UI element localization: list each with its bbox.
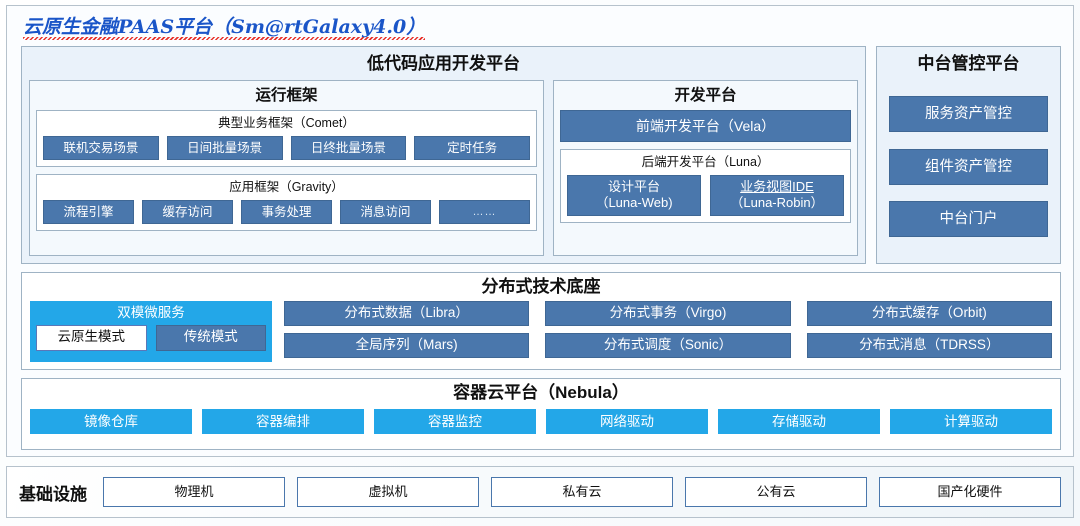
container-item-6[interactable]: 计算驱动 <box>890 409 1052 434</box>
comet-group-title: 典型业务框架（Comet） <box>218 116 355 130</box>
midctl-item-1[interactable]: 服务资产管控 <box>889 96 1048 133</box>
midctl-item-2[interactable]: 组件资产管控 <box>889 148 1048 185</box>
middle-control-platform-title: 中台管控平台 <box>917 54 1020 73</box>
luna-group: 后端开发平台（Luna） 设计平台 （Luna-Web) 业务视图IDE （Lu… <box>560 149 851 223</box>
infrastructure-item-4[interactable]: 公有云 <box>685 477 867 507</box>
infrastructure-item-2[interactable]: 虚拟机 <box>297 477 479 507</box>
gravity-item-more[interactable]: …… <box>439 200 530 224</box>
tech-column-2: 分布式事务（Virgo) 分布式调度（Sonic） <box>545 301 791 362</box>
main-frame: 云原生金融PAAS平台（Sm@rtGalaxy4.0） 低代码应用开发平台 运行… <box>6 5 1074 457</box>
luna-web-chip[interactable]: 设计平台 （Luna-Web) <box>567 175 701 216</box>
tech-chip-sonic[interactable]: 分布式调度（Sonic） <box>545 333 791 358</box>
lowcode-platform-title: 低代码应用开发平台 <box>367 54 520 73</box>
gravity-item-4[interactable]: 消息访问 <box>340 200 431 224</box>
tech-chip-tdrss[interactable]: 分布式消息（TDRSS） <box>806 333 1052 358</box>
distributed-tech-base-title: 分布式技术底座 <box>481 277 601 296</box>
container-item-4[interactable]: 网络驱动 <box>546 409 708 434</box>
container-cloud-panel: 容器云平台（Nebula） 镜像仓库 容器编排 容器监控 网络驱动 存储驱动 计… <box>21 378 1061 450</box>
luna-web-line1: 设计平台 <box>607 179 660 194</box>
container-item-2[interactable]: 容器编排 <box>202 409 364 434</box>
luna-robin-line1: 业务视图IDE <box>740 179 814 194</box>
infrastructure-panel: 基础设施 物理机 虚拟机 私有云 公有云 国产化硬件 <box>6 466 1074 518</box>
container-item-1[interactable]: 镜像仓库 <box>30 409 192 434</box>
dev-platform-panel: 开发平台 前端开发平台（Vela） 后端开发平台（Luna） 设计平台 （Lun… <box>553 80 858 256</box>
tech-chip-mars[interactable]: 全局序列（Mars) <box>284 333 530 358</box>
gravity-group-title: 应用框架（Gravity） <box>229 180 344 194</box>
container-cloud-title: 容器云平台（Nebula） <box>453 383 629 402</box>
tech-chip-virgo[interactable]: 分布式事务（Virgo) <box>545 301 791 326</box>
dual-mode-microservice-block: 双模微服务 云原生模式 传统模式 <box>30 301 272 362</box>
infrastructure-item-3[interactable]: 私有云 <box>491 477 673 507</box>
tech-column-3: 分布式缓存（Orbit) 分布式消息（TDRSS） <box>806 301 1052 362</box>
luna-web-line2: （Luna-Web) <box>595 195 673 210</box>
container-item-3[interactable]: 容器监控 <box>374 409 536 434</box>
tech-column-1: 分布式数据（Libra） 全局序列（Mars) <box>284 301 530 362</box>
gravity-item-1[interactable]: 流程引擎 <box>43 200 134 224</box>
gravity-item-3[interactable]: 事务处理 <box>241 200 332 224</box>
luna-group-title: 后端开发平台（Luna） <box>641 155 770 169</box>
runtime-framework-title: 运行框架 <box>255 87 318 104</box>
distributed-tech-base-panel: 分布式技术底座 双模微服务 云原生模式 传统模式 分布式数据（Libra） 全局… <box>21 272 1061 370</box>
dual-mode-title: 双模微服务 <box>117 305 185 320</box>
page-title: 云原生金融PAAS平台（Sm@rtGalaxy4.0） <box>23 12 426 41</box>
frontend-dev-platform[interactable]: 前端开发平台（Vela） <box>560 110 851 142</box>
infrastructure-item-1[interactable]: 物理机 <box>103 477 285 507</box>
traditional-mode-chip[interactable]: 传统模式 <box>155 325 266 351</box>
dev-platform-title: 开发平台 <box>674 87 737 104</box>
comet-group: 典型业务框架（Comet） 联机交易场景 日间批量场景 日终批量场景 定时任务 <box>36 110 537 167</box>
tech-chip-orbit[interactable]: 分布式缓存（Orbit) <box>806 301 1052 326</box>
comet-item-3[interactable]: 日终批量场景 <box>290 136 407 160</box>
comet-item-4[interactable]: 定时任务 <box>414 136 530 160</box>
cloud-native-mode-chip[interactable]: 云原生模式 <box>36 325 147 351</box>
midctl-item-3[interactable]: 中台门户 <box>889 200 1048 237</box>
tech-chip-libra[interactable]: 分布式数据（Libra） <box>284 301 530 326</box>
runtime-framework-panel: 运行框架 典型业务框架（Comet） 联机交易场景 日间批量场景 日终批量场景 … <box>29 80 544 256</box>
luna-robin-line2: （Luna-Robin） <box>730 195 824 210</box>
gravity-item-2[interactable]: 缓存访问 <box>142 200 233 224</box>
luna-robin-chip[interactable]: 业务视图IDE （Luna-Robin） <box>710 175 844 216</box>
lowcode-platform-panel: 低代码应用开发平台 运行框架 典型业务框架（Comet） 联机交易场景 日间批量… <box>21 46 866 264</box>
gravity-group: 应用框架（Gravity） 流程引擎 缓存访问 事务处理 消息访问 …… <box>36 174 537 231</box>
middle-control-platform-panel: 中台管控平台 服务资产管控 组件资产管控 中台门户 <box>876 46 1061 264</box>
infrastructure-item-5[interactable]: 国产化硬件 <box>879 477 1061 507</box>
container-item-5[interactable]: 存储驱动 <box>718 409 880 434</box>
comet-item-2[interactable]: 日间批量场景 <box>166 136 283 160</box>
top-row: 低代码应用开发平台 运行框架 典型业务框架（Comet） 联机交易场景 日间批量… <box>21 46 1061 264</box>
infrastructure-label: 基础设施 <box>19 484 87 504</box>
comet-item-1[interactable]: 联机交易场景 <box>43 136 159 160</box>
